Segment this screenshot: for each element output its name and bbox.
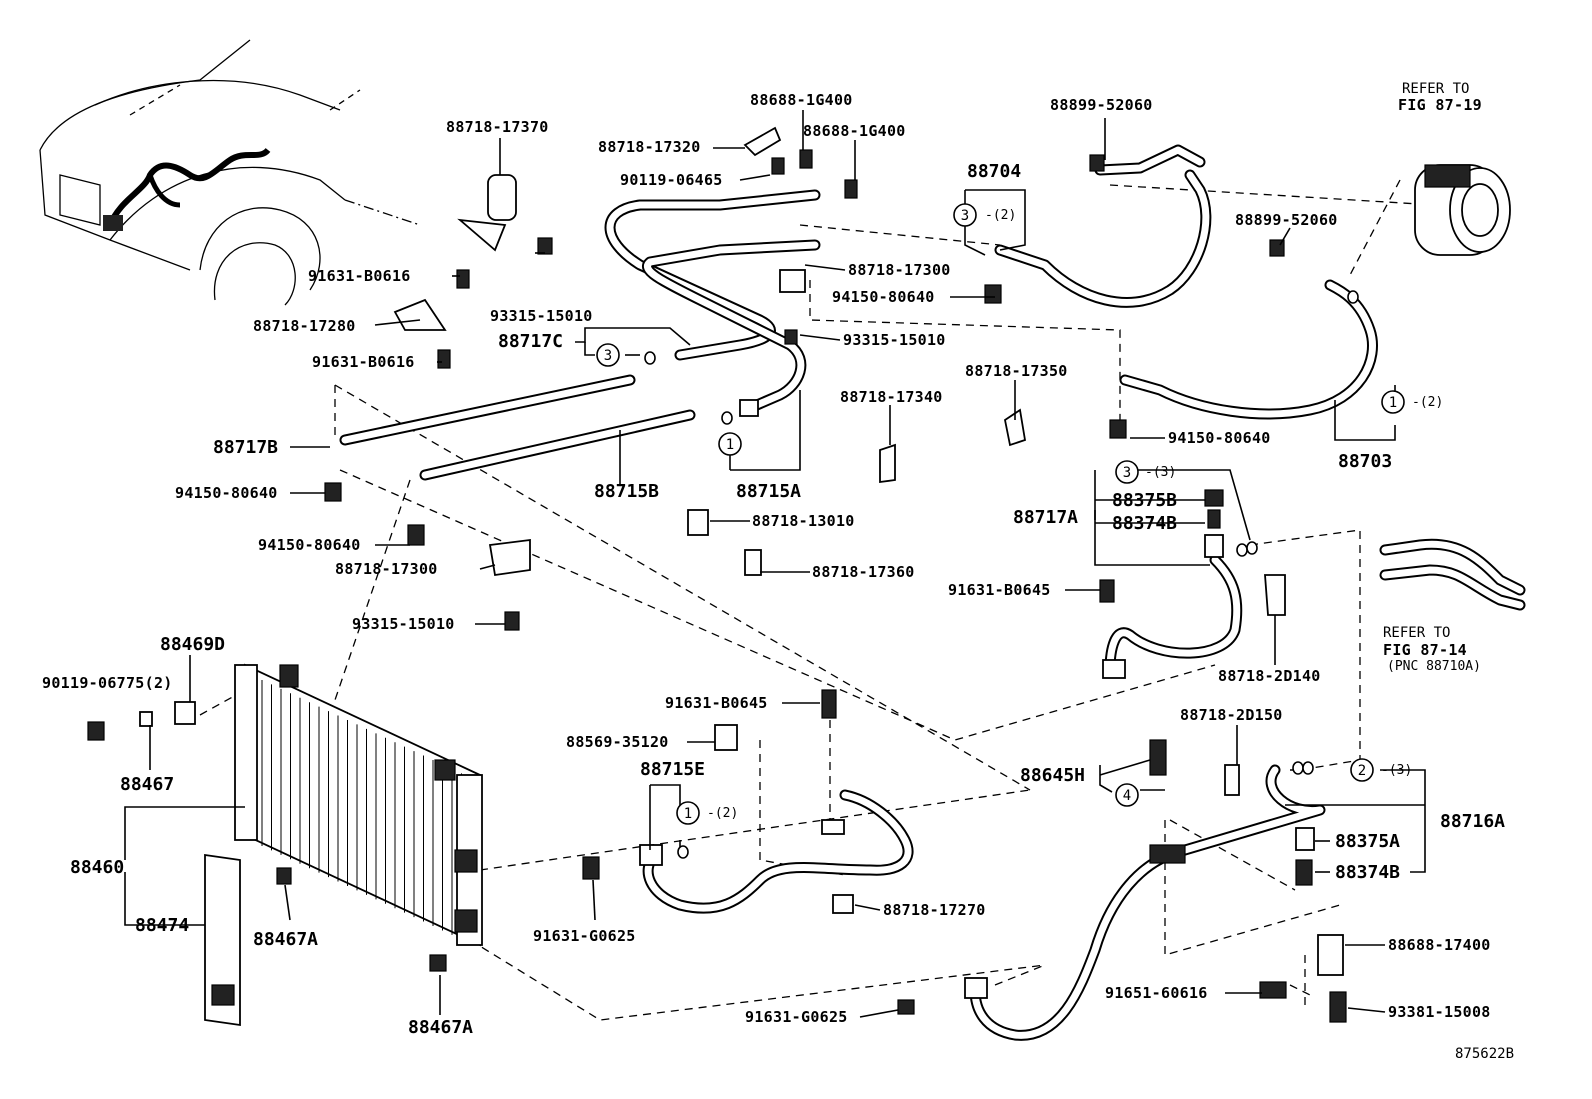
part-label: 88718-17320 <box>598 138 701 156</box>
part-label: 88718-17360 <box>812 563 915 581</box>
ref-right-line2: FIG 87-14 <box>1383 641 1467 659</box>
figure-code: 875622B <box>1455 1046 1514 1062</box>
callout-1-88715a <box>718 432 742 456</box>
part-label: 88688-17400 <box>1388 936 1491 954</box>
part-label: 88467A <box>408 1017 473 1038</box>
part-label: 88718-17370 <box>446 118 549 136</box>
part-label: 88715A <box>736 481 801 502</box>
reference-notes: REFER TO FIG 87-19 REFER TO FIG 87-14 (P… <box>1383 81 1514 1062</box>
callout-3-label: 3 <box>961 208 969 224</box>
part-label: 88718-2D150 <box>1180 706 1283 724</box>
callout-3-88717c <box>596 343 620 367</box>
callout-1-88703 <box>1381 390 1405 414</box>
part-label: 88703 <box>1338 451 1392 472</box>
part-label: 94150-80640 <box>258 536 361 554</box>
condenser-illustration <box>204 663 483 1027</box>
part-label: 88718-17270 <box>883 901 986 919</box>
callout-qty: -(2) <box>985 208 1016 223</box>
callout-markers: 3 -(2) 3 1 1 -(2) 3 -(3) 1 -(2) 4 2 -(3) <box>596 203 1443 859</box>
part-label: 93315-15010 <box>352 615 455 633</box>
part-label: 88718-17300 <box>335 560 438 578</box>
part-label: 88715E <box>640 759 705 780</box>
part-label: 94150-80640 <box>1168 429 1271 447</box>
callout-3-label: 3 <box>1123 465 1131 481</box>
callout-1-label: 1 <box>726 437 734 453</box>
callout-qty: -(3) <box>1381 763 1412 778</box>
part-number-labels: 88718-17370 88688-1G400 88688-1G400 8871… <box>42 91 1505 1038</box>
callout-qty: -(3) <box>1145 465 1176 480</box>
part-label: 88569-35120 <box>566 733 669 751</box>
callout-4-label: 4 <box>1123 788 1131 804</box>
callout-2-label: 2 <box>1358 763 1366 779</box>
part-label: 88718-17350 <box>965 362 1068 380</box>
callout-qty: -(2) <box>707 806 738 821</box>
part-label: 88717A <box>1013 507 1078 528</box>
part-label: 88375A <box>1335 831 1400 852</box>
part-label: 88716A <box>1440 811 1505 832</box>
ref-top-line2: FIG 87-19 <box>1398 96 1482 114</box>
phantom-guide-lines <box>199 179 1436 1021</box>
part-label: 88718-17300 <box>848 261 951 279</box>
part-label: 93315-15010 <box>843 331 946 349</box>
part-label: 88467 <box>120 774 174 795</box>
callout-3-88717a <box>1115 460 1139 484</box>
part-label: 91631-B0616 <box>308 267 411 285</box>
small-hardware <box>87 126 1347 1023</box>
part-label: 90119-06465 <box>620 171 723 189</box>
part-label: 88718-17340 <box>840 388 943 406</box>
compressor-illustration <box>1414 164 1511 256</box>
leader-lines <box>124 110 1426 1018</box>
part-label: 91631-G0625 <box>533 927 636 945</box>
part-label: 91651-60616 <box>1105 984 1208 1002</box>
part-label: 91631-B0645 <box>948 581 1051 599</box>
part-label: 88899-52060 <box>1050 96 1153 114</box>
ref-top-line1: REFER TO <box>1402 81 1469 97</box>
part-label: 88717B <box>213 437 278 458</box>
part-label: 88469D <box>160 634 225 655</box>
vehicle-location-sketch <box>39 39 421 306</box>
part-label: 93381-15008 <box>1388 1003 1491 1021</box>
callout-3-label: 3 <box>604 348 612 364</box>
ref-right-line1: REFER TO <box>1383 625 1450 641</box>
callout-1-label: 1 <box>1389 395 1397 411</box>
part-label: 88645H <box>1020 765 1085 786</box>
part-label: 88460 <box>70 857 124 878</box>
callout-2-88716a <box>1350 758 1374 782</box>
callout-3-88704 <box>953 203 977 227</box>
callout-1-88715e <box>676 801 700 825</box>
part-label: 88715B <box>594 481 659 502</box>
part-label: 93315-15010 <box>490 307 593 325</box>
part-label: 88374B <box>1335 862 1400 883</box>
part-label: 88899-52060 <box>1235 211 1338 229</box>
callout-1-label: 1 <box>684 806 692 822</box>
part-label: 91631-B0645 <box>665 694 768 712</box>
part-label: 88718-17280 <box>253 317 356 335</box>
part-label: 88375B <box>1112 490 1177 511</box>
part-label: 88374B <box>1112 513 1177 534</box>
part-label: 94150-80640 <box>832 288 935 306</box>
part-label: 91631-B0616 <box>312 353 415 371</box>
ref-right-line3: (PNC 88710A) <box>1387 659 1481 674</box>
part-label: 88718-2D140 <box>1218 667 1321 685</box>
part-label: 88688-1G400 <box>750 91 853 109</box>
part-label: 88717C <box>498 331 563 352</box>
part-label: 88704 <box>967 161 1021 182</box>
part-label: 88474 <box>135 915 189 936</box>
part-label: 90119-06775(2) <box>42 674 173 692</box>
pipes-and-hoses <box>339 144 1526 1041</box>
part-label: 88467A <box>253 929 318 950</box>
part-label: 88718-13010 <box>752 512 855 530</box>
part-label: 91631-G0625 <box>745 1008 848 1026</box>
part-label: 88688-1G400 <box>803 122 906 140</box>
callout-4-88645h <box>1115 783 1139 807</box>
callout-qty: -(2) <box>1412 395 1443 410</box>
part-label: 94150-80640 <box>175 484 278 502</box>
